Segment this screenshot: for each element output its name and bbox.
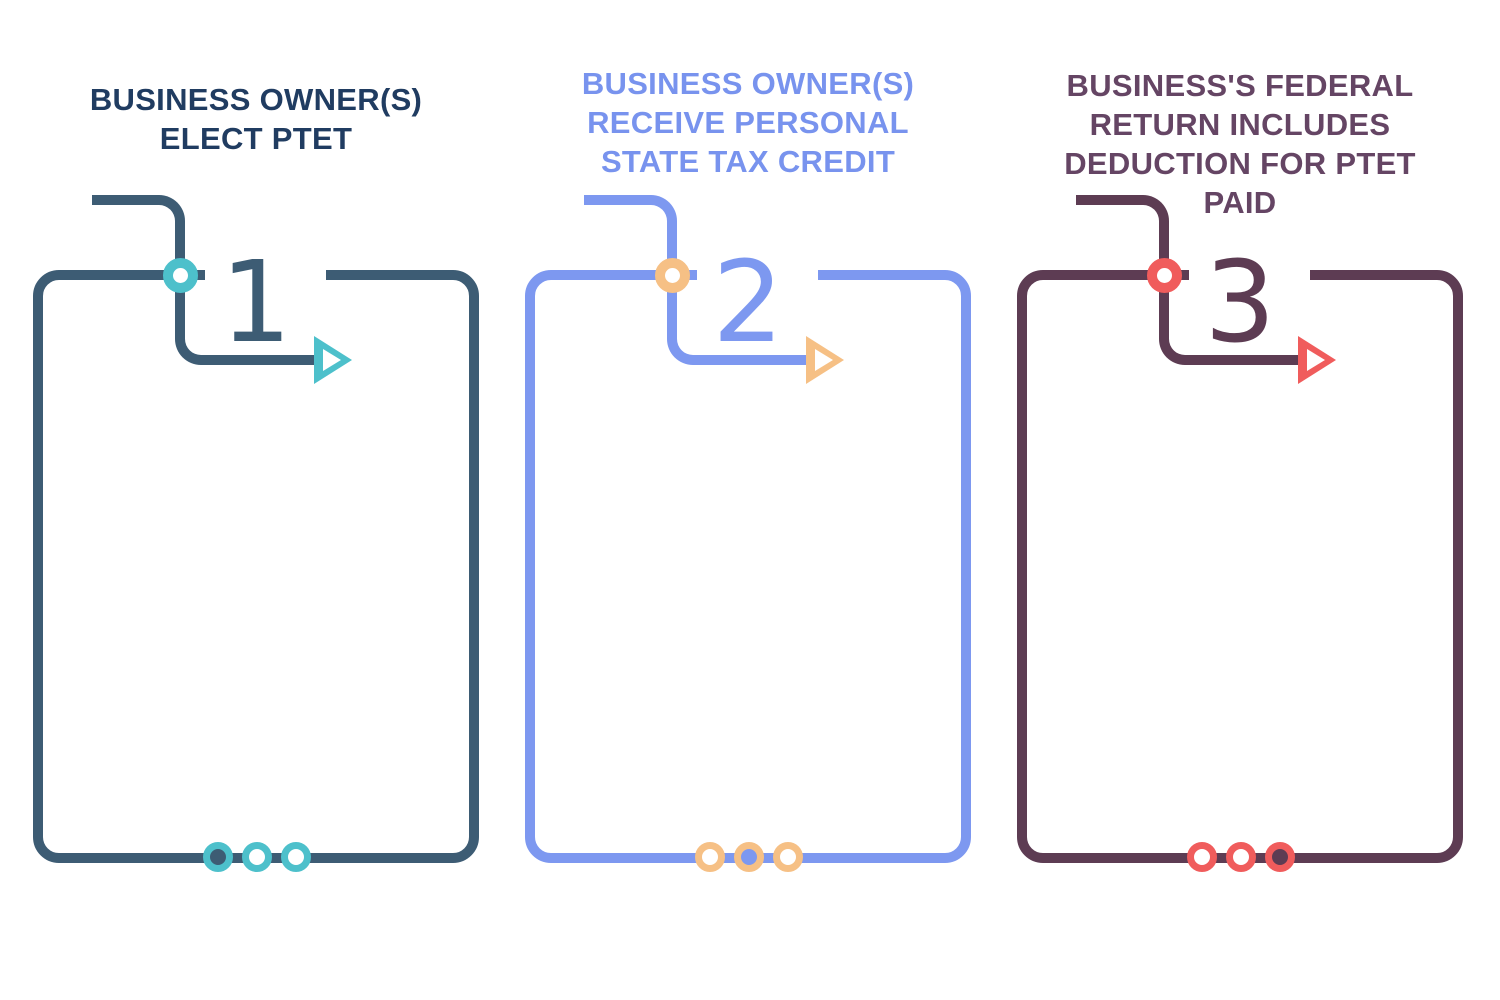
step-1-heading-line: BUSINESS OWNER(S) [89,82,423,117]
step-2-heading-line: BUSINESS OWNER(S) [581,66,915,101]
step-2-progress-dot [773,842,803,872]
step-1-number: 1 [220,238,292,368]
step-1-heading-line: ELECT PTET [159,121,353,156]
step-panel-1: BUSINESS OWNER(S) ELECT PTET 1 [0,0,512,1000]
step-2-connector-right [667,318,810,365]
step-2-top-edge-gap [697,267,818,283]
step-3-heading: BUSINESS'S FEDERAL RETURN INCLUDES DEDUC… [1000,66,1480,222]
step-3-top-edge-gap [1189,267,1310,283]
step-2-progress-dot [734,842,764,872]
step-3-heading-line: BUSINESS'S FEDERAL [1066,68,1414,103]
step-3-heading-line: DEDUCTION FOR PTET [1064,146,1416,181]
step-2-heading-line: RECEIVE PERSONAL [587,105,909,140]
step-1-heading: BUSINESS OWNER(S) ELECT PTET [16,80,496,158]
step-1-progress-dot [242,842,272,872]
step-1-connector-down [92,195,185,320]
step-panel-2: BUSINESS OWNER(S) RECEIVE PERSONAL STATE… [492,0,1004,1000]
step-1-arrow-inner-icon [323,349,341,371]
step-3-connector-right [1159,318,1302,365]
step-3-arrow-inner-icon [1307,349,1325,371]
step-3-heading-line: PAID [1203,185,1277,220]
step-2-arrow-inner-icon [815,349,833,371]
step-3-number: 3 [1204,238,1276,368]
step-1-progress-dot [281,842,311,872]
step-2-junction-circle-icon [655,258,690,293]
step-3-heading-line: RETURN INCLUDES [1089,107,1391,142]
step-1-junction-circle-icon [163,258,198,293]
step-2-heading-line: STATE TAX CREDIT [600,144,896,179]
step-panel-3: BUSINESS'S FEDERAL RETURN INCLUDES DEDUC… [984,0,1496,1000]
step-2-connector-down [584,195,677,320]
step-3-connector-down [1076,195,1169,320]
step-1-top-edge-gap [205,267,326,283]
step-2-progress-dot [695,842,725,872]
step-1-progress-dot [203,842,233,872]
step-2-number: 2 [712,238,784,368]
step-3-progress-dot [1226,842,1256,872]
step-3-junction-circle-icon [1147,258,1182,293]
step-2-heading: BUSINESS OWNER(S) RECEIVE PERSONAL STATE… [508,64,988,181]
step-1-connector-right [175,318,318,365]
step-3-progress-dot [1265,842,1295,872]
step-3-progress-dot [1187,842,1217,872]
